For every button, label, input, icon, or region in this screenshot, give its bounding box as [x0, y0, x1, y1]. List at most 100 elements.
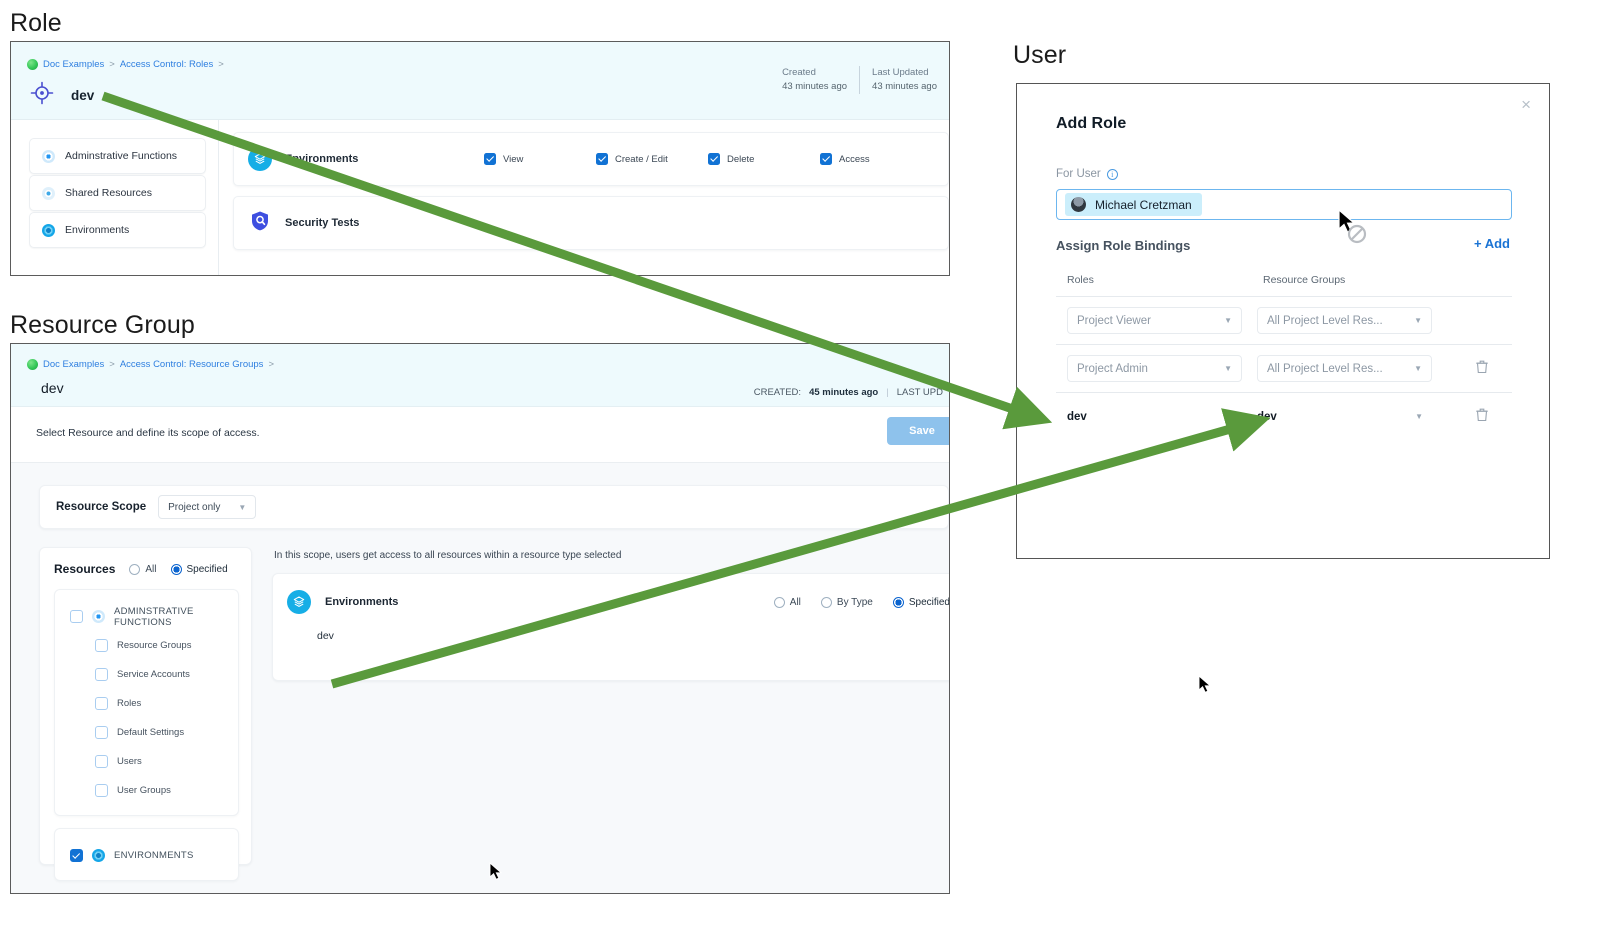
table-row: Project Admin ▼ All Project Level Res...… [1056, 344, 1512, 392]
resource-group-body: Resource Scope Project only ▼ Resources … [11, 463, 949, 893]
resource-scope-label: Resource Scope [56, 501, 147, 513]
breadcrumb-level2[interactable]: Access Control: Roles [119, 59, 214, 70]
environments-icon [287, 590, 311, 614]
meta-created-value: 45 minutes ago [809, 387, 879, 398]
checkbox-icon[interactable] [95, 726, 108, 739]
radio-env-by-type[interactable]: By Type [820, 596, 873, 608]
resource-group-select-value: dev [1257, 410, 1277, 423]
list-item[interactable]: Users [65, 747, 228, 776]
list-item[interactable]: ENVIRONMENTS [65, 841, 228, 870]
chevron-down-icon: ▼ [1415, 412, 1423, 421]
radio-icon[interactable] [170, 563, 182, 575]
checkbox-icon[interactable] [95, 639, 108, 652]
checkbox-icon[interactable] [95, 784, 108, 797]
sidebar-item-environments[interactable]: Environments [29, 212, 206, 248]
radio-env-specified[interactable]: Specified [892, 596, 950, 608]
meta-created: Created 43 minutes ago [770, 66, 859, 94]
meta-updated-label: LAST UPD [896, 387, 943, 398]
resource-group-select[interactable]: dev ▼ [1257, 403, 1432, 430]
permission-name: Security Tests [285, 217, 360, 229]
radio-icon[interactable] [129, 563, 141, 575]
checkbox-icon[interactable] [596, 153, 608, 165]
checkbox-icon[interactable] [708, 153, 720, 165]
resource-group-administrative-functions: ADMINSTRATIVE FUNCTIONS Resource Groups … [54, 589, 239, 816]
resource-group-select-value: All Project Level Res... [1267, 362, 1383, 375]
checkbox-view[interactable]: View [484, 153, 596, 165]
breadcrumb-root[interactable]: Doc Examples [43, 59, 105, 70]
chevron-down-icon: ▼ [238, 502, 247, 512]
resources-column: Resources All Specified [39, 547, 252, 881]
radio-resources-specified[interactable]: Specified [170, 563, 228, 575]
checkbox-icon[interactable] [95, 668, 108, 681]
role-select[interactable]: dev ▼ [1067, 403, 1242, 430]
resource-label: Resource Groups [117, 640, 192, 651]
list-item[interactable]: ADMINSTRATIVE FUNCTIONS [65, 602, 228, 631]
resource-scope-card: Resource Scope Project only ▼ [39, 485, 949, 529]
resource-group-panel: Doc Examples > Access Control: Resource … [10, 343, 950, 894]
checkbox-icon[interactable] [820, 153, 832, 165]
category-dot-icon [42, 149, 55, 163]
delete-binding-icon[interactable] [1475, 407, 1489, 427]
checkbox-icon[interactable] [70, 849, 83, 862]
breadcrumb-root[interactable]: Doc Examples [43, 359, 105, 370]
project-dot-icon [27, 359, 38, 370]
chevron-down-icon: ▼ [1224, 316, 1232, 325]
radio-resources-all[interactable]: All [129, 563, 157, 575]
category-dot-icon [92, 610, 105, 623]
sidebar-item-shared-resources[interactable]: Shared Resources [29, 175, 206, 211]
radio-label: Specified [908, 596, 950, 608]
resource-group-label: ENVIRONMENTS [114, 850, 194, 861]
close-icon[interactable]: × [1521, 95, 1531, 114]
checkbox-label: Delete [727, 153, 755, 165]
user-chip[interactable]: Michael Cretzman [1065, 193, 1202, 216]
role-select[interactable]: Project Viewer ▼ [1067, 307, 1242, 334]
radio-env-all[interactable]: All [773, 596, 801, 608]
list-item[interactable]: Resource Groups [65, 631, 228, 660]
checkbox-create-edit[interactable]: Create / Edit [596, 153, 708, 165]
radio-icon[interactable] [892, 596, 904, 608]
checkbox-delete[interactable]: Delete [708, 153, 820, 165]
checkbox-label: View [503, 153, 524, 165]
list-item[interactable]: Service Accounts [65, 660, 228, 689]
radio-label: By Type [836, 596, 873, 608]
radio-icon[interactable] [820, 596, 832, 608]
checkbox-icon[interactable] [95, 755, 108, 768]
add-binding-button[interactable]: + Add [1474, 236, 1510, 251]
meta-created-label: Created [782, 67, 816, 78]
delete-binding-icon[interactable] [1475, 359, 1489, 379]
list-item[interactable]: Roles [65, 689, 228, 718]
list-item[interactable]: Default Settings [65, 718, 228, 747]
radio-label: Specified [186, 563, 228, 575]
breadcrumb-separator-2: > [218, 59, 224, 70]
resource-label: Users [117, 756, 142, 767]
environments-scope-radios: All By Type Specified [773, 596, 950, 608]
resource-group-subbar: Select Resource and define its scope of … [11, 407, 949, 463]
resource-group-select[interactable]: All Project Level Res... ▼ [1257, 355, 1432, 382]
breadcrumb-level2[interactable]: Access Control: Resource Groups [119, 359, 264, 370]
sidebar-item-administrative-functions[interactable]: Adminstrative Functions [29, 138, 206, 174]
resource-group-select[interactable]: All Project Level Res... ▼ [1257, 307, 1432, 334]
checkbox-icon[interactable] [70, 610, 83, 623]
radio-icon[interactable] [773, 596, 785, 608]
resource-scope-select[interactable]: Project only ▼ [158, 495, 257, 519]
table-row: Project Viewer ▼ All Project Level Res..… [1056, 296, 1512, 344]
save-button[interactable]: Save [887, 417, 949, 445]
resource-group-meta: CREATED: 45 minutes ago | LAST UPD [754, 387, 943, 398]
resource-label: User Groups [117, 785, 171, 796]
checkbox-icon[interactable] [484, 153, 496, 165]
checkbox-icon[interactable] [95, 697, 108, 710]
role-select[interactable]: Project Admin ▼ [1067, 355, 1242, 382]
resource-columns: Resources All Specified [39, 547, 950, 881]
meta-updated: Last Updated 43 minutes ago [859, 66, 949, 94]
user-field[interactable]: Michael Cretzman [1056, 189, 1512, 220]
environments-scope-head: Environments All By Type [273, 574, 950, 630]
role-header: Doc Examples > Access Control: Roles > [11, 42, 949, 120]
resource-label: Default Settings [117, 727, 185, 738]
checkbox-access[interactable]: Access [820, 153, 932, 165]
resource-label: Service Accounts [117, 669, 190, 680]
list-item[interactable]: User Groups [65, 776, 228, 805]
info-icon[interactable]: i [1106, 168, 1118, 180]
role-select-value: dev [1067, 410, 1087, 423]
meta-created-value: 43 minutes ago [782, 80, 848, 92]
